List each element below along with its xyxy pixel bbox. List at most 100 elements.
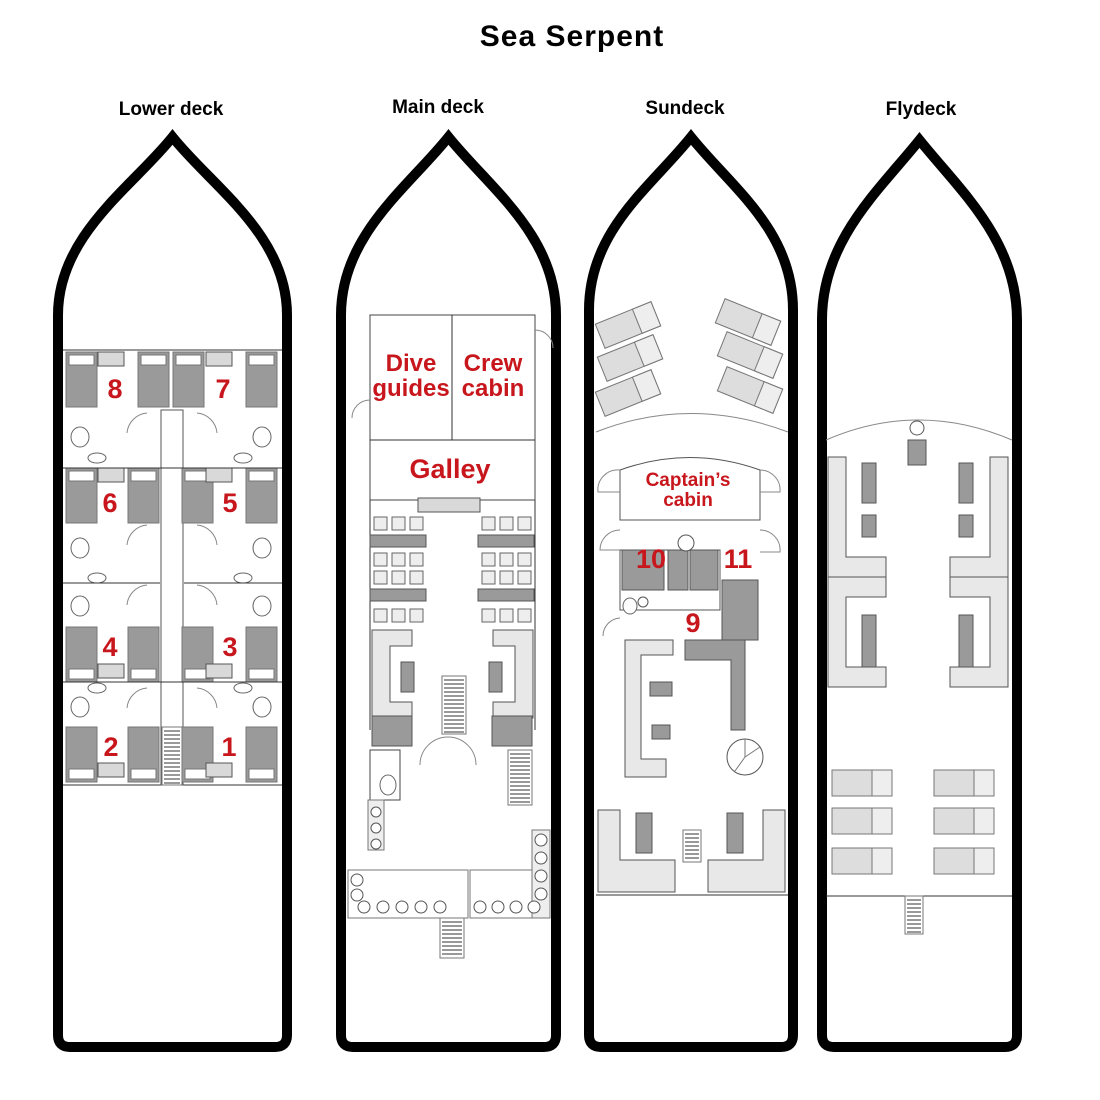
flydeck-sofa-left-lower bbox=[827, 576, 887, 688]
flydeck-sofa-right-lower bbox=[949, 576, 1009, 688]
chair bbox=[409, 608, 424, 623]
chair bbox=[499, 608, 514, 623]
sun-lounger bbox=[716, 331, 784, 379]
toilet bbox=[252, 426, 272, 448]
cabin-6-label: 6 bbox=[102, 487, 118, 518]
door-swing bbox=[196, 687, 218, 709]
stool bbox=[534, 887, 548, 901]
chair bbox=[499, 516, 514, 531]
cabin-4-label: 4 bbox=[102, 631, 118, 662]
sun-lounger bbox=[596, 334, 664, 382]
chair bbox=[409, 552, 424, 567]
stool bbox=[433, 900, 447, 914]
saloon-doors bbox=[419, 736, 477, 766]
deck-label-lower: Lower deck bbox=[118, 99, 224, 120]
sink bbox=[233, 682, 253, 694]
table bbox=[369, 588, 427, 602]
toilet bbox=[70, 595, 90, 617]
toilet bbox=[379, 774, 397, 796]
coffee-table bbox=[649, 681, 673, 697]
cabin-1-label: 1 bbox=[221, 731, 237, 762]
pillow bbox=[248, 470, 275, 482]
stool bbox=[491, 900, 505, 914]
stool bbox=[473, 900, 487, 914]
table bbox=[477, 534, 535, 548]
helm-chair bbox=[907, 439, 927, 466]
sink bbox=[87, 682, 107, 694]
sun-lounger bbox=[831, 769, 893, 797]
bed bbox=[721, 579, 759, 641]
stool bbox=[357, 900, 371, 914]
sink bbox=[87, 572, 107, 584]
stool bbox=[370, 838, 382, 850]
coffee-table bbox=[488, 661, 503, 693]
cabin-11-label: 11 bbox=[723, 543, 753, 574]
stool bbox=[395, 900, 409, 914]
stool bbox=[350, 873, 364, 887]
pillow bbox=[248, 668, 275, 680]
captains-cabin-label: Captain’s cabin bbox=[645, 470, 731, 511]
door-swing bbox=[126, 584, 148, 606]
chair bbox=[373, 516, 388, 531]
captains-cabin bbox=[619, 457, 761, 521]
stool bbox=[527, 900, 541, 914]
bed bbox=[621, 549, 665, 591]
desk bbox=[205, 351, 233, 367]
sun-lounger bbox=[831, 847, 893, 875]
chair bbox=[517, 516, 532, 531]
coffee-table bbox=[726, 812, 744, 854]
sun-lounger bbox=[594, 369, 662, 417]
coffee-table bbox=[635, 812, 653, 854]
toilet bbox=[252, 595, 272, 617]
pillow bbox=[68, 470, 95, 482]
toilet bbox=[70, 696, 90, 718]
pillow bbox=[130, 470, 157, 482]
coffee-table bbox=[958, 614, 974, 668]
aft-sofa-right bbox=[707, 809, 786, 893]
pillow bbox=[248, 768, 275, 780]
sun-lounger bbox=[831, 807, 893, 835]
toilet bbox=[252, 696, 272, 718]
door-swing bbox=[196, 524, 218, 546]
flydeck-canopy-edge bbox=[825, 419, 1013, 441]
pillow bbox=[68, 768, 95, 780]
deck-label-flydeck: Flydeck bbox=[885, 99, 957, 120]
sun-lounger bbox=[933, 769, 995, 797]
chair bbox=[409, 516, 424, 531]
toilet bbox=[70, 426, 90, 448]
stool bbox=[534, 869, 548, 883]
door-swing bbox=[759, 469, 781, 493]
chair bbox=[481, 516, 496, 531]
spiral-stairs-steps bbox=[734, 739, 761, 772]
stool bbox=[509, 900, 523, 914]
pillow bbox=[130, 768, 157, 780]
deck-label-sundeck: Sundeck bbox=[645, 98, 725, 119]
door-swing bbox=[126, 524, 148, 546]
desk bbox=[97, 351, 125, 367]
stool bbox=[534, 833, 548, 847]
stairs bbox=[161, 726, 183, 786]
toilet bbox=[70, 537, 90, 559]
chair bbox=[481, 570, 496, 585]
dive-guides-room-label: Dive guides bbox=[372, 349, 450, 402]
desk bbox=[97, 762, 125, 778]
bar-counter bbox=[684, 639, 746, 731]
chair bbox=[373, 608, 388, 623]
door-swing bbox=[597, 469, 621, 493]
coffee-table bbox=[861, 514, 877, 538]
helm-desk bbox=[371, 715, 413, 747]
chair bbox=[391, 552, 406, 567]
chair bbox=[373, 552, 388, 567]
coffee-table bbox=[958, 514, 974, 538]
coffee-table bbox=[861, 462, 877, 504]
bed bbox=[667, 549, 689, 591]
chair bbox=[499, 570, 514, 585]
chair bbox=[481, 608, 496, 623]
sun-lounger bbox=[716, 366, 784, 414]
helm-seat bbox=[909, 420, 925, 436]
cabin-2-label: 2 bbox=[103, 731, 119, 762]
toilet bbox=[252, 537, 272, 559]
coffee-table bbox=[861, 614, 877, 668]
aft-deck-left bbox=[347, 869, 469, 919]
